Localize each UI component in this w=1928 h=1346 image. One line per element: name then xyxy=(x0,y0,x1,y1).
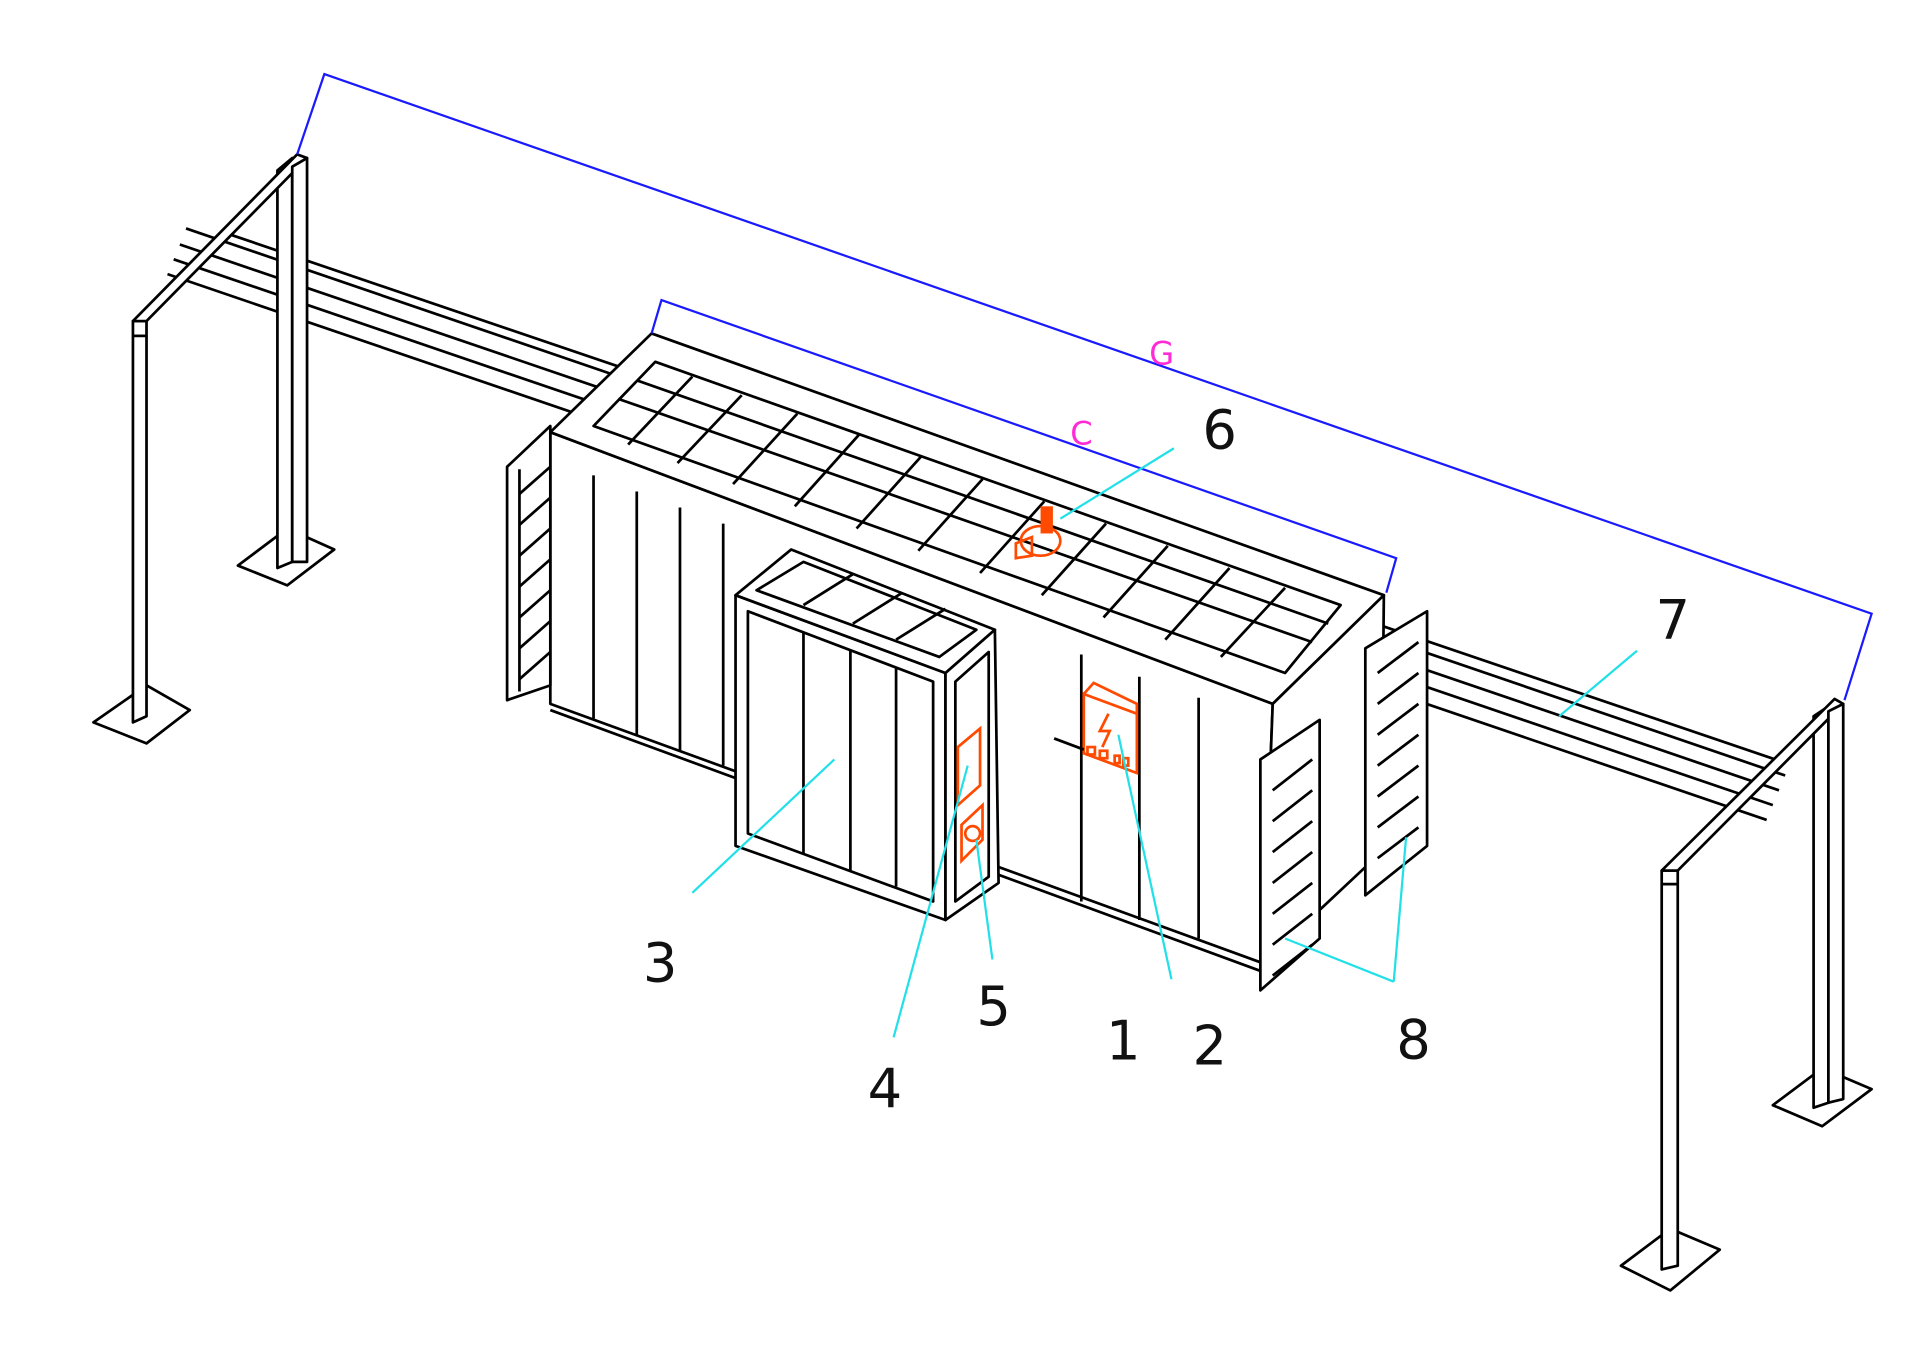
callouts: 1 2 3 4 5 6 7 8 xyxy=(643,398,1690,1120)
left-louvre-door xyxy=(505,424,552,702)
left-gantry xyxy=(92,152,336,745)
callout-8: 8 xyxy=(1396,1008,1431,1071)
pressure-gauge-icon xyxy=(960,801,984,864)
dimension-label-g: G xyxy=(1149,334,1174,372)
roof-grid-frame xyxy=(592,360,1342,675)
callout-6: 6 xyxy=(1202,398,1237,461)
leader-lines xyxy=(691,447,1638,1038)
control-panel-icon xyxy=(956,725,982,809)
fan-icon xyxy=(1014,506,1062,560)
front-panel-seams xyxy=(592,475,1200,939)
right-gantry xyxy=(1619,697,1873,1292)
dimension-c: C xyxy=(650,298,1398,594)
callout-5: 5 xyxy=(976,975,1011,1038)
roof-grid xyxy=(617,375,1329,658)
dimension-g: G xyxy=(296,72,1874,701)
callout-1: 1 xyxy=(1106,1010,1141,1073)
callout-7: 7 xyxy=(1656,588,1691,651)
callout-3: 3 xyxy=(643,932,678,995)
control-cabinet-icon xyxy=(1082,681,1139,775)
prep-booth xyxy=(734,548,1000,922)
callout-2: 2 xyxy=(1192,1014,1227,1077)
callout-4: 4 xyxy=(868,1058,903,1121)
equipment xyxy=(956,506,1139,864)
right-louvre-doors xyxy=(1259,609,1429,992)
dimension-label-c: C xyxy=(1070,415,1092,453)
